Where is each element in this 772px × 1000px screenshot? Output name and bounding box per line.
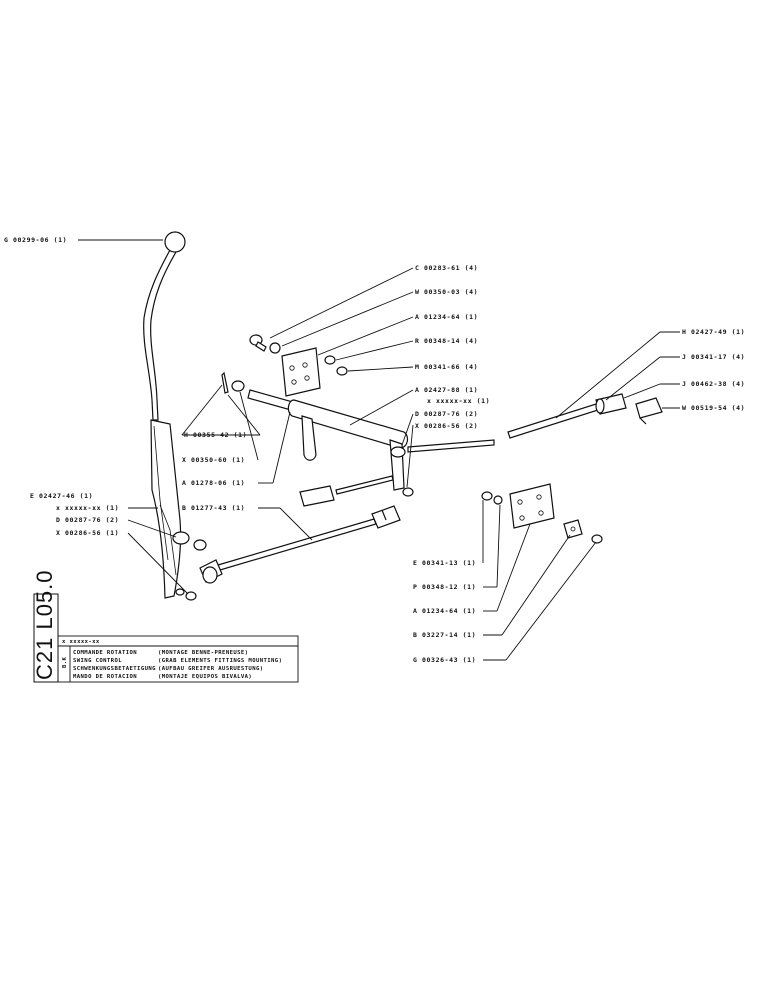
sheet-number: C21 L05.0 [32,569,57,680]
label-d00287-right: D 00287-76 (2) [415,410,478,418]
drawing: G 00299-06 (1) C 00283-61 (4) W 00350-03… [4,231,745,664]
label-c00283: C 00283-61 (4) [415,264,478,272]
label-a01234-lower: A 01234-64 (1) [413,607,476,615]
mounting-plate-upper [249,334,348,397]
title-sub-es: (MONTAJE EQUIPOS BIVALVA) [158,674,252,680]
label-w00350: W 00350-03 (4) [415,288,478,296]
connecting-rod-lower [199,505,401,584]
title-line-de: SCHWENKUNGSBETAETIGUNG [73,666,156,672]
label-b03227: B 03227-14 (1) [413,631,476,639]
split-pin [221,371,245,394]
connecting-rod-upper [299,475,394,507]
label-x00350: X 00350-60 (1) [182,456,245,464]
title-sub-de: (AUFBAU GREIFER AUSRUESTUNG) [158,666,264,672]
label-b01277: B 01277-43 (1) [182,504,245,512]
title-code: x xxxxx-xx [62,639,100,645]
mounting-plate-lower [481,483,603,544]
label-m00341: M 00341-66 (4) [415,363,478,371]
label-e00341: E 00341-13 (1) [413,559,476,567]
label-g00299: G 00299-06 (1) [4,236,67,244]
label-a01278: A 01278-06 (1) [182,479,245,487]
label-a01234-upper: A 01234-64 (1) [415,313,478,321]
control-lever [143,231,207,601]
title-sub-en: (GRAB ELEMENTS FITTINGS MOUNTING) [158,658,282,664]
label-j00462: J 00462-38 (4) [682,380,745,388]
title-block: C21 L05.0 x xxxxx-xx B.K COMMANDE ROTATI… [32,569,299,683]
part-labels: G 00299-06 (1) C 00283-61 (4) W 00350-03… [4,236,745,664]
label-x00286-right: X 00286-56 (2) [415,422,478,430]
label-d00287-left: D 00287-76 (2) [56,516,119,524]
label-h00355: H 00355-42 (1) [184,431,247,439]
title-rev-mark: B.K [62,656,68,668]
connecting-rod-right [507,393,663,439]
label-j00341: J 00341-17 (4) [682,353,745,361]
label-g00326: G 00326-43 (1) [413,656,476,664]
label-w00519: W 00519-54 (4) [682,404,745,412]
leader-lines [78,239,680,661]
title-line-fr: COMMANDE ROTATION [73,650,137,656]
title-sub-fr: (MONTAGE BENNE-PRENEUSE) [158,650,248,656]
title-line-es: MANDO DE ROTACION [73,674,137,680]
label-h02427: H 02427-49 (1) [682,328,745,336]
label-p00348: P 00348-12 (1) [413,583,476,591]
cross-shaft [247,389,495,497]
label-r00348: R 00348-14 (4) [415,337,478,345]
label-x00286-left: X 00286-56 (1) [56,529,119,537]
title-line-en: SWING CONTROL [73,658,122,664]
label-e02427: E 02427-46 (1) [30,492,93,500]
label-a02427: A 02427-88 (1) [415,386,478,394]
label-code-shaft: x xxxxx-xx (1) [427,397,490,405]
label-code-lever: x xxxxx-xx (1) [56,504,119,512]
